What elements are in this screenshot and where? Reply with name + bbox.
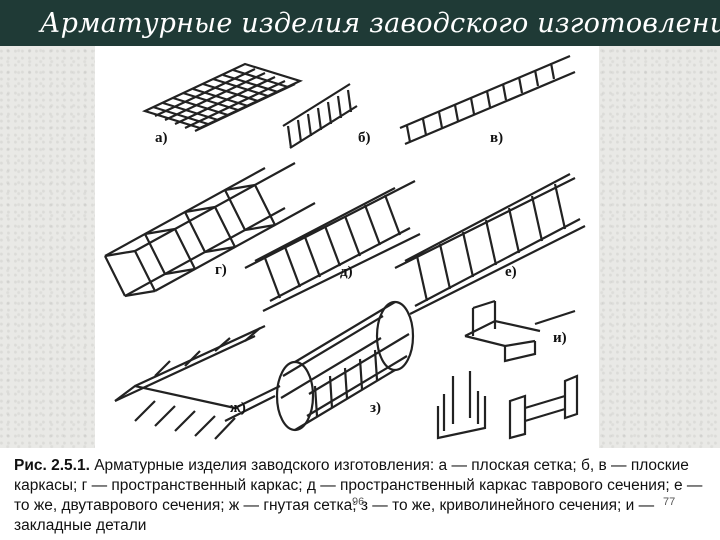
label-z: з) (370, 400, 381, 416)
frame-b-drawing (282, 83, 358, 149)
page-number-right: 77 (663, 496, 676, 508)
caption-prefix: Рис. 2.5.1. (14, 457, 90, 474)
frame-g-drawing (104, 162, 316, 298)
embedded-parts-drawing (436, 299, 579, 440)
label-v: в) (490, 130, 503, 146)
label-a: а) (155, 130, 168, 146)
frame-v-drawing (399, 54, 576, 146)
label-d: д) (340, 264, 353, 280)
label-b: б) (358, 130, 371, 146)
caption-text: Арматурные изделия заводского изготовлен… (14, 457, 703, 534)
cage-z-drawing (275, 300, 415, 432)
slide-header: Арматурные изделия заводского изготовлен… (0, 0, 720, 46)
frame-d-drawing (244, 180, 421, 312)
label-g: г) (215, 262, 227, 278)
figure-caption: Рис. 2.5.1. Арматурные изделия заводског… (14, 456, 704, 536)
mesh-a-drawing (141, 62, 304, 132)
figure-illustration: а) б) в) г) д) е) ж) з) и) (95, 46, 599, 448)
mesh-zh-drawing (114, 325, 281, 440)
page-number-left: 96 (352, 496, 365, 508)
label-i: и) (553, 330, 567, 346)
label-zh: ж) (230, 400, 246, 416)
frame-e-drawing (394, 173, 586, 315)
slide-title: Арматурные изделия заводского изготовлен… (40, 7, 720, 39)
rebar-drawing: а) б) в) г) д) е) ж) з) и) (104, 54, 586, 440)
caption-area: Рис. 2.5.1. Арматурные изделия заводског… (0, 448, 720, 540)
label-e: е) (505, 264, 517, 280)
